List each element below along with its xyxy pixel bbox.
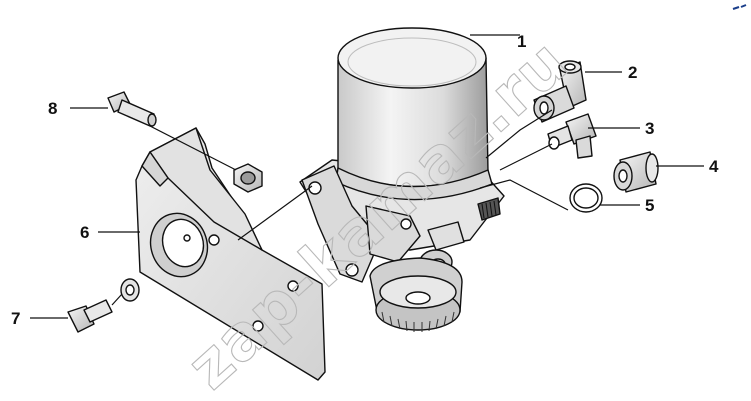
straight-fitting bbox=[613, 151, 659, 193]
callout-1: 1 bbox=[517, 32, 526, 51]
callout-8: 8 bbox=[48, 99, 57, 118]
bolt-upper bbox=[107, 91, 157, 127]
callout-5: 5 bbox=[645, 196, 654, 215]
callout-7: 7 bbox=[11, 309, 20, 328]
nut bbox=[233, 163, 263, 193]
o-ring bbox=[569, 183, 603, 213]
callout-labels: 1 2 3 4 5 6 7 8 bbox=[11, 32, 719, 328]
callout-3: 3 bbox=[645, 119, 654, 138]
small-elbow-fitting bbox=[547, 113, 597, 159]
callout-6: 6 bbox=[80, 223, 89, 242]
leader-lines bbox=[30, 34, 704, 319]
air-dryer bbox=[299, 27, 505, 332]
bolt-lower bbox=[67, 299, 113, 333]
elbow-fitting bbox=[533, 60, 587, 123]
callout-4: 4 bbox=[709, 157, 719, 176]
washer-lower bbox=[120, 278, 140, 302]
callout-2: 2 bbox=[628, 63, 637, 82]
mounting-bracket bbox=[135, 127, 326, 381]
corner-mark bbox=[732, 4, 747, 10]
